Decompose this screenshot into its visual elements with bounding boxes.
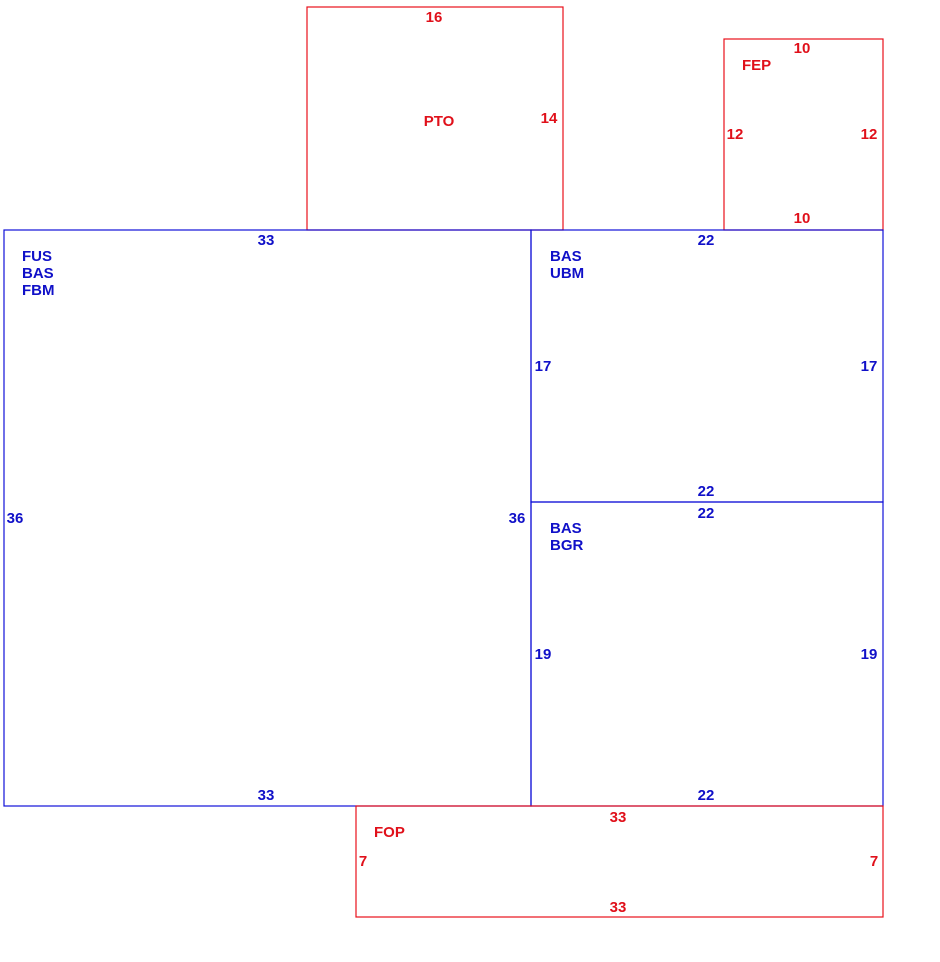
- ubm-top-dim: 22: [698, 232, 715, 249]
- main-bottom-dim: 33: [258, 787, 275, 804]
- ubm-right-dim: 17: [861, 358, 878, 375]
- bgr-outline: [530, 501, 884, 807]
- main-left-dim: 36: [7, 510, 24, 527]
- bgr-label-line1: BAS: [550, 520, 582, 537]
- main-label-line2: BAS: [22, 265, 54, 282]
- main-label-line1: FUS: [22, 248, 52, 265]
- fep-bottom-dim: 10: [794, 210, 811, 227]
- fep-left-dim: 12: [727, 126, 744, 143]
- fep-right-dim: 12: [861, 126, 878, 143]
- ubm-left-dim: 17: [535, 358, 552, 375]
- fop-right-dim: 7: [870, 853, 878, 870]
- pto-top-dim: 16: [426, 9, 443, 26]
- pto-label: PTO: [424, 113, 455, 130]
- bgr-bottom-dim: 22: [698, 787, 715, 804]
- fep-top-dim: 10: [794, 40, 811, 57]
- ubm-label-line1: BAS: [550, 248, 582, 265]
- fop-left-dim: 7: [359, 853, 367, 870]
- main-right-dim: 36: [509, 510, 526, 527]
- bgr-top-dim: 22: [698, 505, 715, 522]
- ubm-bottom-dim: 22: [698, 483, 715, 500]
- main-top-dim: 33: [258, 232, 275, 249]
- fop-top-dim: 33: [610, 809, 627, 826]
- fop-label: FOP: [374, 824, 405, 841]
- ubm-label-line2: UBM: [550, 265, 584, 282]
- main-label-line3: FBM: [22, 282, 55, 299]
- bgr-label-line2: BGR: [550, 537, 584, 554]
- bgr-left-dim: 19: [535, 646, 552, 663]
- pto-right-dim: 14: [541, 110, 558, 127]
- fop-bottom-dim: 33: [610, 899, 627, 916]
- bgr-right-dim: 19: [861, 646, 878, 663]
- fep-label: FEP: [742, 57, 771, 74]
- main-area-outline: [3, 229, 532, 807]
- fop-outline: [355, 805, 884, 918]
